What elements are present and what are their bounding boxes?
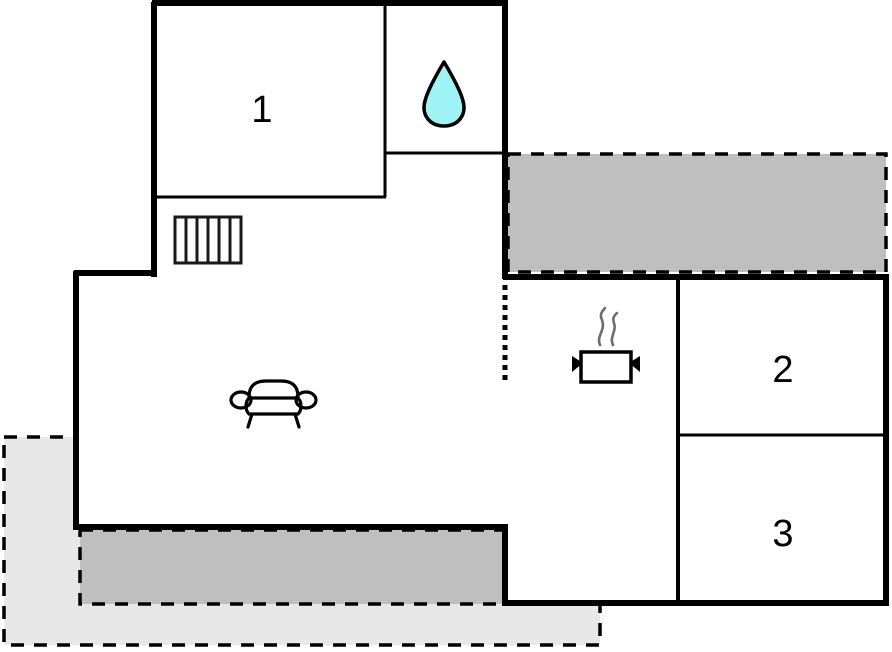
cooking-pot-icon <box>572 306 640 384</box>
water-drop-icon <box>422 60 466 128</box>
stairs-icon <box>173 215 243 265</box>
terrace-upper-right <box>506 152 888 274</box>
room-label-2: 2 <box>772 349 793 391</box>
interior-walls <box>155 3 886 437</box>
terrace-lower <box>78 528 506 606</box>
building-outer-walls <box>73 0 889 606</box>
room-label-1: 1 <box>251 89 272 131</box>
room-label-3: 3 <box>772 513 793 555</box>
sofa-icon <box>229 379 318 429</box>
building-floor <box>74 2 886 604</box>
